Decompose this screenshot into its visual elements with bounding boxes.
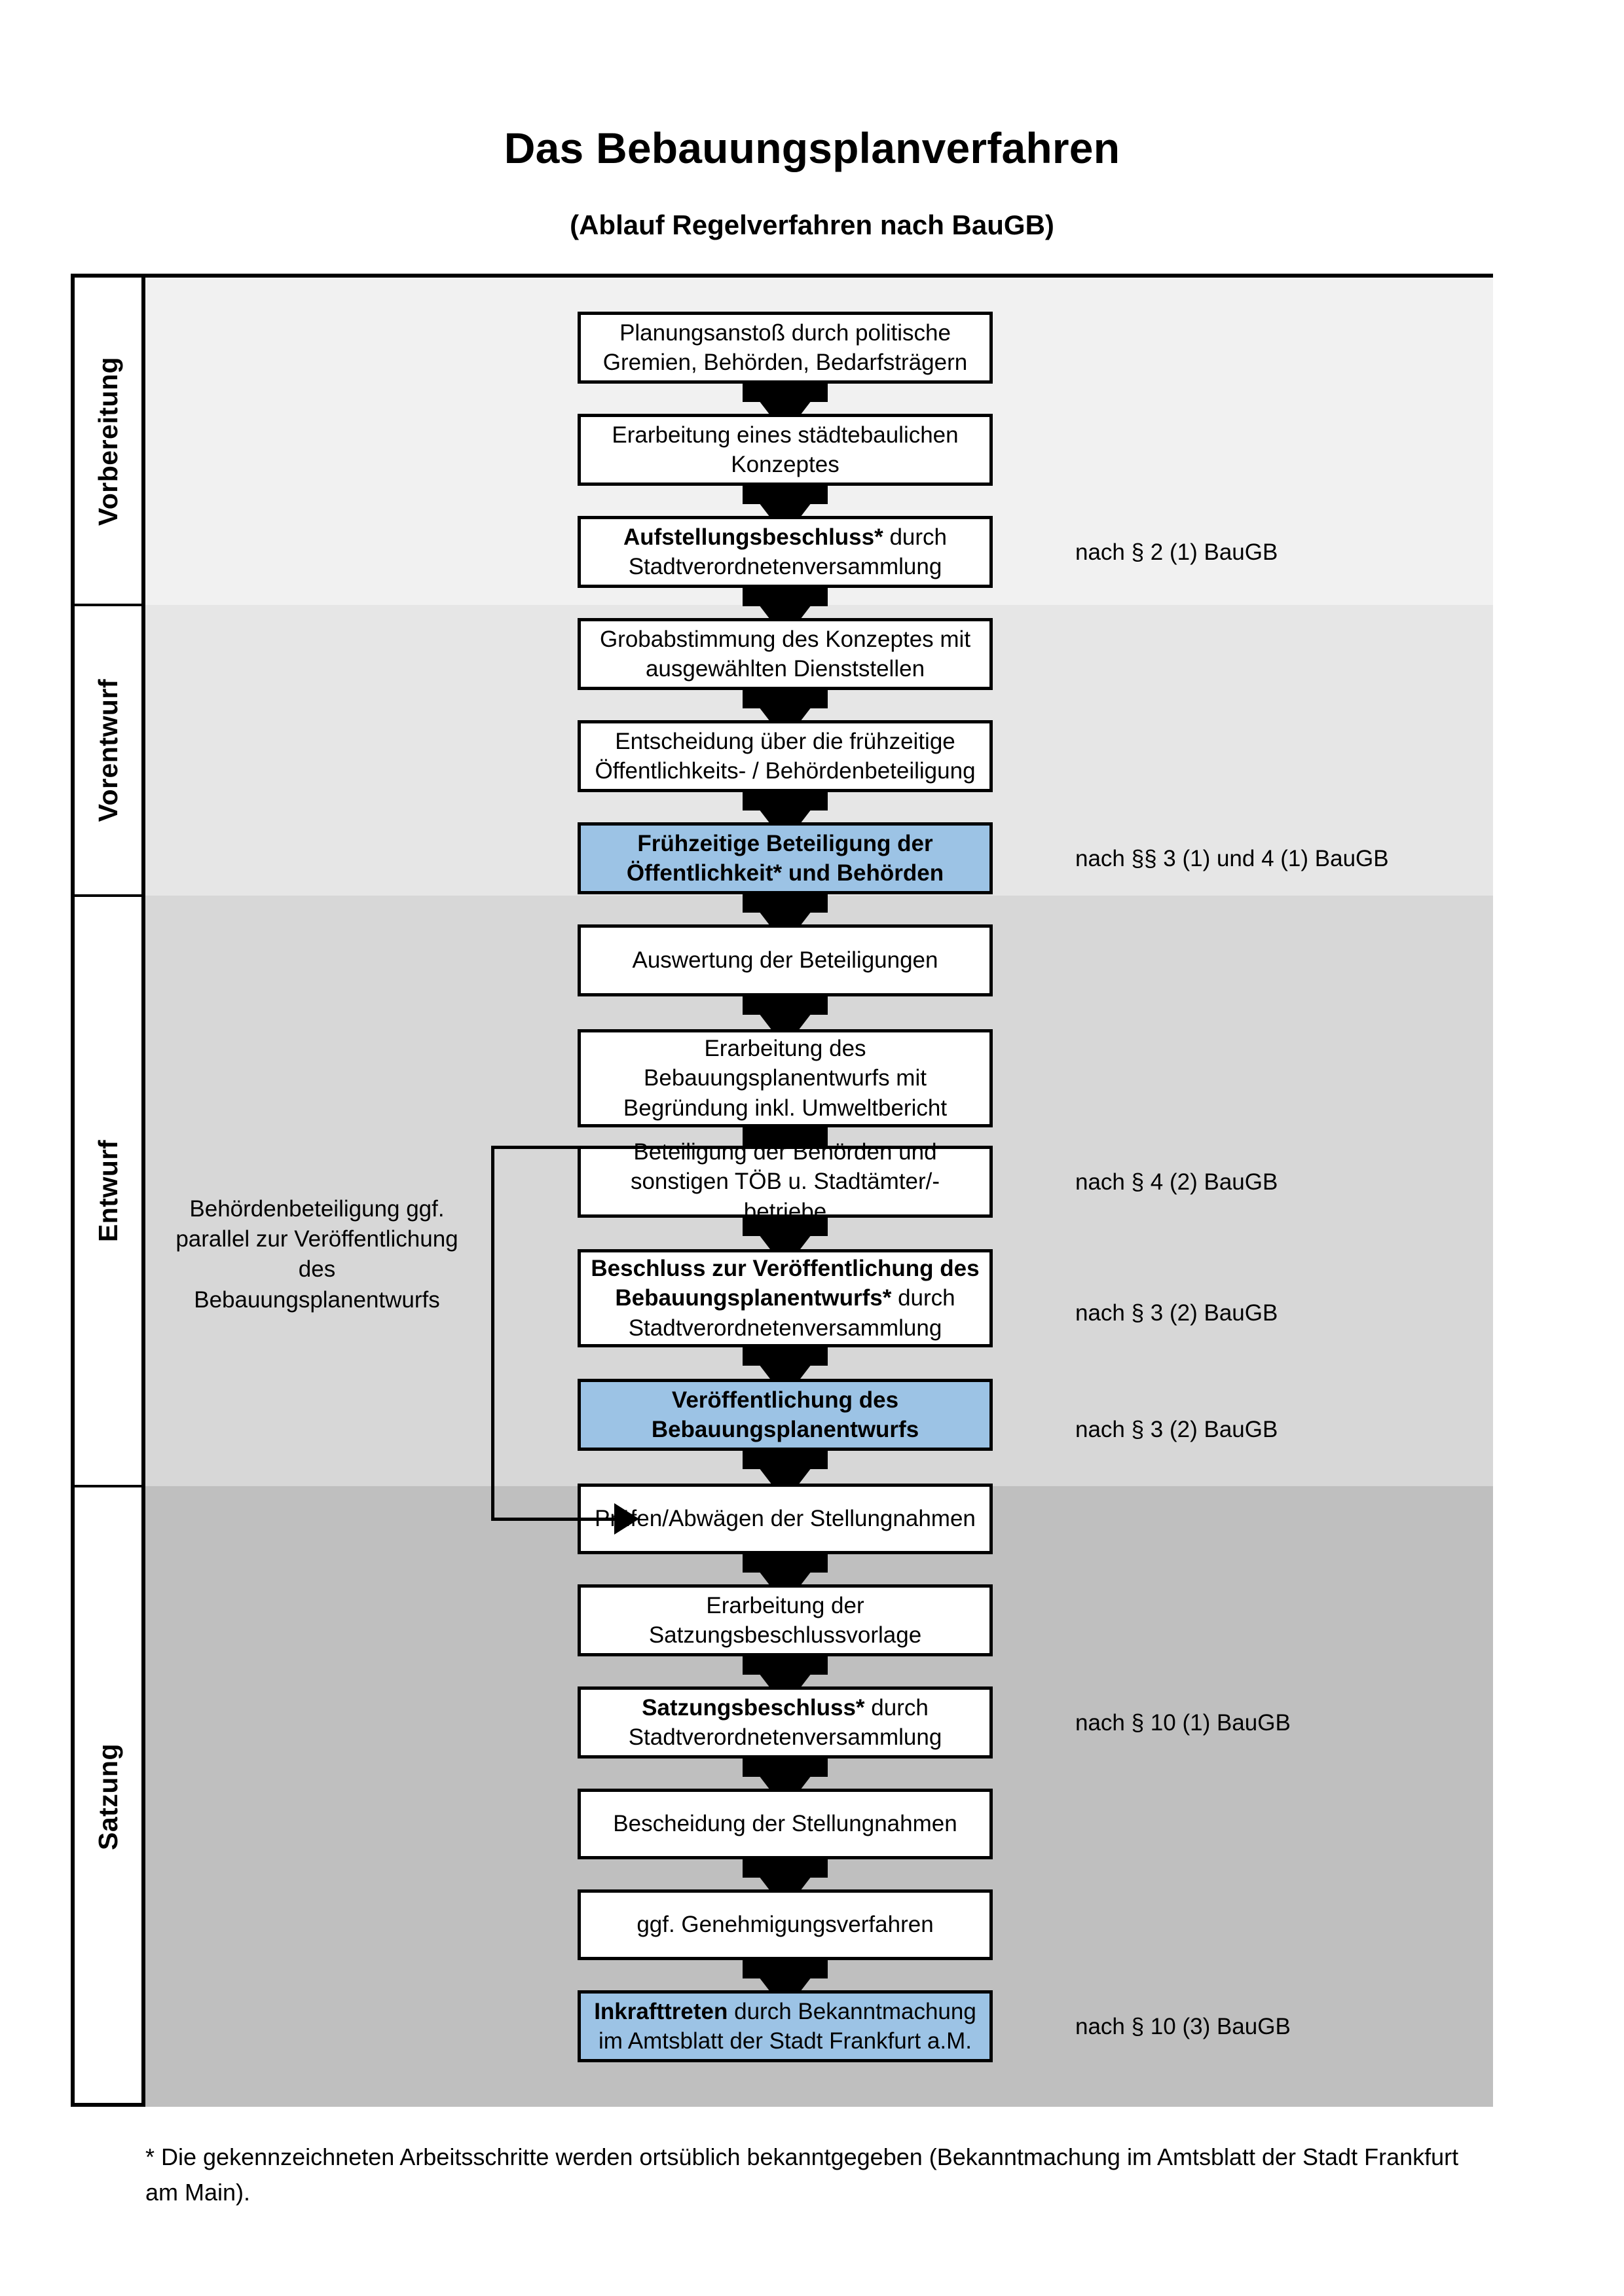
phase-label-vorbereitung: Vorbereitung <box>75 278 141 605</box>
page-title: Das Bebauungsplanverfahren <box>504 124 1120 172</box>
step-text-rest: durch Stadtverordnetenversammlung <box>628 1694 942 1751</box>
step-text: Beteiligung der Behörden und sonstigen T… <box>630 1139 940 1224</box>
step-text: Prüfen/Abwägen der Stellungnahmen <box>595 1506 976 1532</box>
legal-reference-text: nach §§ 3 (1) und 4 (1) BauGB <box>1075 846 1389 871</box>
step-text-rest: durch Stadtverordnetenversammlung <box>628 1285 955 1341</box>
step-text: Erarbeitung der Satzungsbeschlussvorlage <box>648 1592 922 1649</box>
step-node-s11[interactable]: Veröffentlichung des Bebauungsplanentwur… <box>578 1379 993 1451</box>
step-node-s7[interactable]: Auswertung der Beteiligungen <box>578 924 993 996</box>
legal-reference-l3: nach § 4 (2) BauGB <box>1075 1169 1278 1195</box>
step-text-bold: Inkrafttreten <box>594 1998 735 2024</box>
step-node-s5[interactable]: Entscheidung über die frühzeitige Öffent… <box>578 720 993 792</box>
side-note-text: Behördenbeteiligung ggf. parallel zur Ve… <box>175 1196 458 1313</box>
step-node-s1[interactable]: Planungsanstoß durch politische Gremien,… <box>578 312 993 384</box>
step-text: ggf. Genehmigungsverfahren <box>637 1912 934 1938</box>
flowchart-frame: Vorbereitung Vorentwurf Entwurf Satzung … <box>71 274 1493 2107</box>
parallel-process-connector <box>491 1146 701 1535</box>
legal-reference-l1: nach § 2 (1) BauGB <box>1075 539 1278 566</box>
flow-arrow-icon <box>743 1448 828 1502</box>
phase-label-column: Vorbereitung Vorentwurf Entwurf Satzung <box>75 278 145 2103</box>
side-note-behoerdenbeteiligung: Behördenbeteiligung ggf. parallel zur Ve… <box>173 1194 461 1315</box>
legal-reference-text: nach § 3 (2) BauGB <box>1075 1417 1278 1442</box>
legal-reference-l5: nach § 3 (2) BauGB <box>1075 1417 1278 1443</box>
phase-label-text: Satzung <box>92 1743 123 1850</box>
connector-segment-top <box>491 1146 638 1149</box>
step-node-s14[interactable]: Satzungsbeschluss* durch Stadtverordnete… <box>578 1686 993 1758</box>
phase-label-text: Entwurf <box>92 1139 123 1243</box>
step-node-s13[interactable]: Erarbeitung der Satzungsbeschlussvorlage <box>578 1584 993 1656</box>
legal-reference-text: nach § 2 (1) BauGB <box>1075 539 1278 565</box>
step-node-s8[interactable]: Erarbeitung des Bebauungsplanentwurfs mi… <box>578 1029 993 1127</box>
step-node-s4[interactable]: Grobabstimmung des Konzeptes mit ausgewä… <box>578 618 993 690</box>
step-text-bold: Beschluss zur Veröffentlichung des Bebau… <box>591 1255 980 1311</box>
step-node-s10[interactable]: Beschluss zur Veröffentlichung des Bebau… <box>578 1249 993 1347</box>
legal-reference-text: nach § 10 (1) BauGB <box>1075 1710 1291 1736</box>
legal-reference-l7: nach § 10 (3) BauGB <box>1075 2014 1291 2040</box>
step-text: Erarbeitung des Bebauungsplanentwurfs mi… <box>623 1035 948 1121</box>
phase-divider <box>75 894 141 897</box>
legal-reference-l4: nach § 3 (2) BauGB <box>1075 1300 1278 1326</box>
step-text: Frühzeitige Beteiligung der Öffentlichke… <box>626 830 944 886</box>
step-node-s9[interactable]: Beteiligung der Behörden und sonstigen T… <box>578 1139 993 1224</box>
phase-label-text: Vorentwurf <box>92 678 123 822</box>
step-node-s17[interactable]: Inkrafttreten durch Bekanntmachung im Am… <box>578 1990 993 2062</box>
step-text: Grobabstimmung des Konzeptes mit ausgewä… <box>599 626 971 682</box>
step-text: Bescheidung der Stellungnahmen <box>613 1811 957 1837</box>
connector-segment-vertical <box>491 1146 494 1521</box>
legal-reference-text: nach § 4 (2) BauGB <box>1075 1169 1278 1195</box>
legal-reference-text: nach § 10 (3) BauGB <box>1075 2014 1291 2039</box>
step-node-s15[interactable]: Bescheidung der Stellungnahmen <box>578 1789 993 1859</box>
step-text-bold: Aufstellungsbeschluss* <box>623 524 890 550</box>
phase-label-entwurf: Entwurf <box>75 896 141 1486</box>
phase-label-satzung: Satzung <box>75 1486 141 2107</box>
step-text: Beschluss zur Veröffentlichung des Bebau… <box>590 1254 980 1343</box>
step-node-s3[interactable]: Aufstellungsbeschluss* durch Stadtverord… <box>578 516 993 588</box>
step-text: Inkrafttreten durch Bekanntmachung im Am… <box>590 1997 980 2056</box>
legal-reference-l6: nach § 10 (1) BauGB <box>1075 1710 1291 1736</box>
step-text: Entscheidung über die frühzeitige Öffent… <box>595 728 976 784</box>
phase-divider <box>75 1485 141 1487</box>
page-subtitle: (Ablauf Regelverfahren nach BauGB) <box>570 210 1054 240</box>
footnote-text: * Die gekennzeichneten Arbeitsschritte w… <box>145 2143 1459 2206</box>
step-text: Veröffentlichung des Bebauungsplanentwur… <box>651 1387 919 1443</box>
step-text-rest: durch Bekanntmachung im Amtsblatt der St… <box>599 1998 976 2054</box>
step-text: Planungsanstoß durch politische Gremien,… <box>602 319 968 376</box>
step-text-rest: durch Stadtverordnetenversammlung <box>628 524 948 580</box>
step-text: Auswertung der Beteiligungen <box>632 947 938 974</box>
legal-reference-text: nach § 3 (2) BauGB <box>1075 1300 1278 1326</box>
step-text: Aufstellungsbeschluss* durch Stadtverord… <box>590 522 980 582</box>
footnote: * Die gekennzeichneten Arbeitsschritte w… <box>145 2140 1494 2210</box>
step-text-bold: Satzungsbeschluss* <box>642 1694 872 1721</box>
step-node-s16[interactable]: ggf. Genehmigungsverfahren <box>578 1889 993 1960</box>
phase-label-text: Vorbereitung <box>92 356 123 526</box>
phase-label-vorentwurf: Vorentwurf <box>75 605 141 896</box>
step-node-s12[interactable]: Prüfen/Abwägen der Stellungnahmen <box>578 1484 993 1554</box>
legal-reference-l2: nach §§ 3 (1) und 4 (1) BauGB <box>1075 846 1389 872</box>
step-text: Erarbeitung eines städtebaulichen Konzep… <box>612 422 959 478</box>
step-node-s6[interactable]: Frühzeitige Beteiligung der Öffentlichke… <box>578 822 993 894</box>
step-text: Satzungsbeschluss* durch Stadtverordnete… <box>590 1693 980 1753</box>
connector-segment-bottom <box>491 1518 616 1521</box>
flow-arrow-icon <box>743 994 828 1048</box>
connector-arrowhead <box>614 1503 639 1535</box>
phase-divider <box>75 604 141 606</box>
step-node-s2[interactable]: Erarbeitung eines städtebaulichen Konzep… <box>578 414 993 486</box>
